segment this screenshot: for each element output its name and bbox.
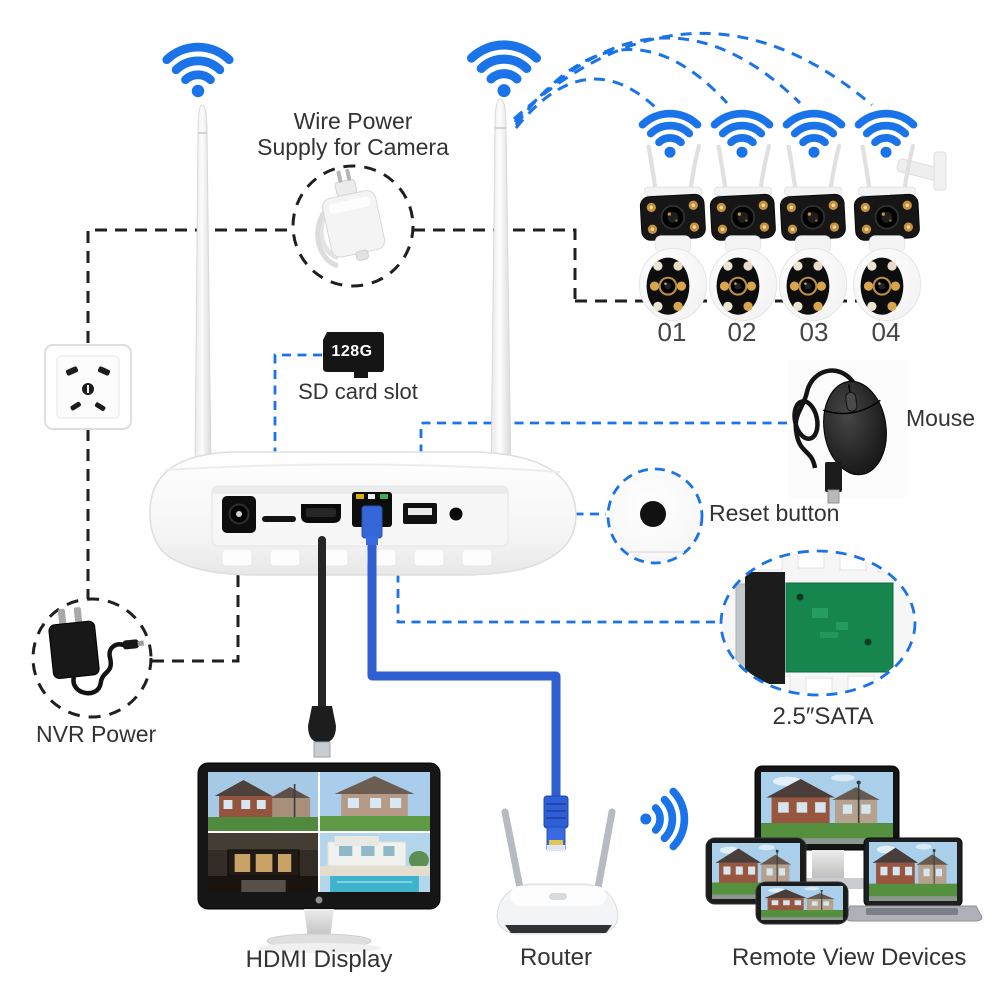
nvr-antenna-right [490,98,512,481]
sata-closeup [719,549,917,697]
remote-view-devices-label: Remote View Devices [732,944,967,971]
mouse [788,360,906,504]
wifi-icon [859,114,914,158]
hdmi-display-label: HDMI Display [245,946,393,973]
remote-desktop-monitor [754,765,900,889]
mouse-label: Mouse [906,405,976,431]
monitor-quadrant-3 [208,832,319,892]
nvr-reset-hole [449,507,463,521]
wifi-icon [715,114,770,158]
nvr-power-label: NVR Power [36,721,157,747]
router-label: Router [519,944,593,971]
wifi-icon [472,45,537,97]
black-dashed-connections [86,228,862,663]
hdmi-cable [308,536,336,758]
wifi-link-arcs [512,31,873,129]
wire-power-supply [291,164,415,288]
rj45-plug [543,795,569,851]
reset-button-closeup [606,467,704,565]
nvr-sd-slot [262,516,296,522]
nvr-antenna-left [194,104,212,471]
nvr-vents [221,548,493,567]
camera-04-label: 04 [871,317,901,347]
monitor-quadrant-2 [319,772,430,832]
camera-01-label: 01 [657,317,687,347]
router-wifi-icon [640,792,684,847]
monitor-quadrant-1 [208,772,319,832]
remote-phone [755,881,849,925]
sd-card [323,332,384,378]
wifi-icon [167,47,230,97]
sd-card-capacity-label: 128G [331,343,373,360]
camera-03 [779,146,846,321]
camera-02 [709,146,776,321]
hdmi-monitor [197,762,441,953]
sata-label: 2.5″SATA [772,703,874,730]
remote-laptop [845,837,983,922]
camera-02-label: 02 [727,317,757,347]
router [496,808,619,935]
nvr-hdmi-port [301,504,341,523]
power-socket [44,344,132,430]
nvr-power-adapter [31,597,153,719]
ethernet-cable [361,505,569,851]
camera-03-label: 03 [799,317,829,347]
wire-power-supply-label: Wire Power Supply for Camera [257,108,449,160]
nvr-usb-port [403,503,437,524]
monitor-quadrant-4 [319,832,430,892]
camera-01 [639,146,706,321]
sd-card-slot-label: SD card slot [298,379,418,404]
nvr-dc-jack [222,496,256,533]
wifi-icon [787,114,842,158]
remote-devices [705,765,983,925]
reset-button-label: Reset button [709,500,840,526]
